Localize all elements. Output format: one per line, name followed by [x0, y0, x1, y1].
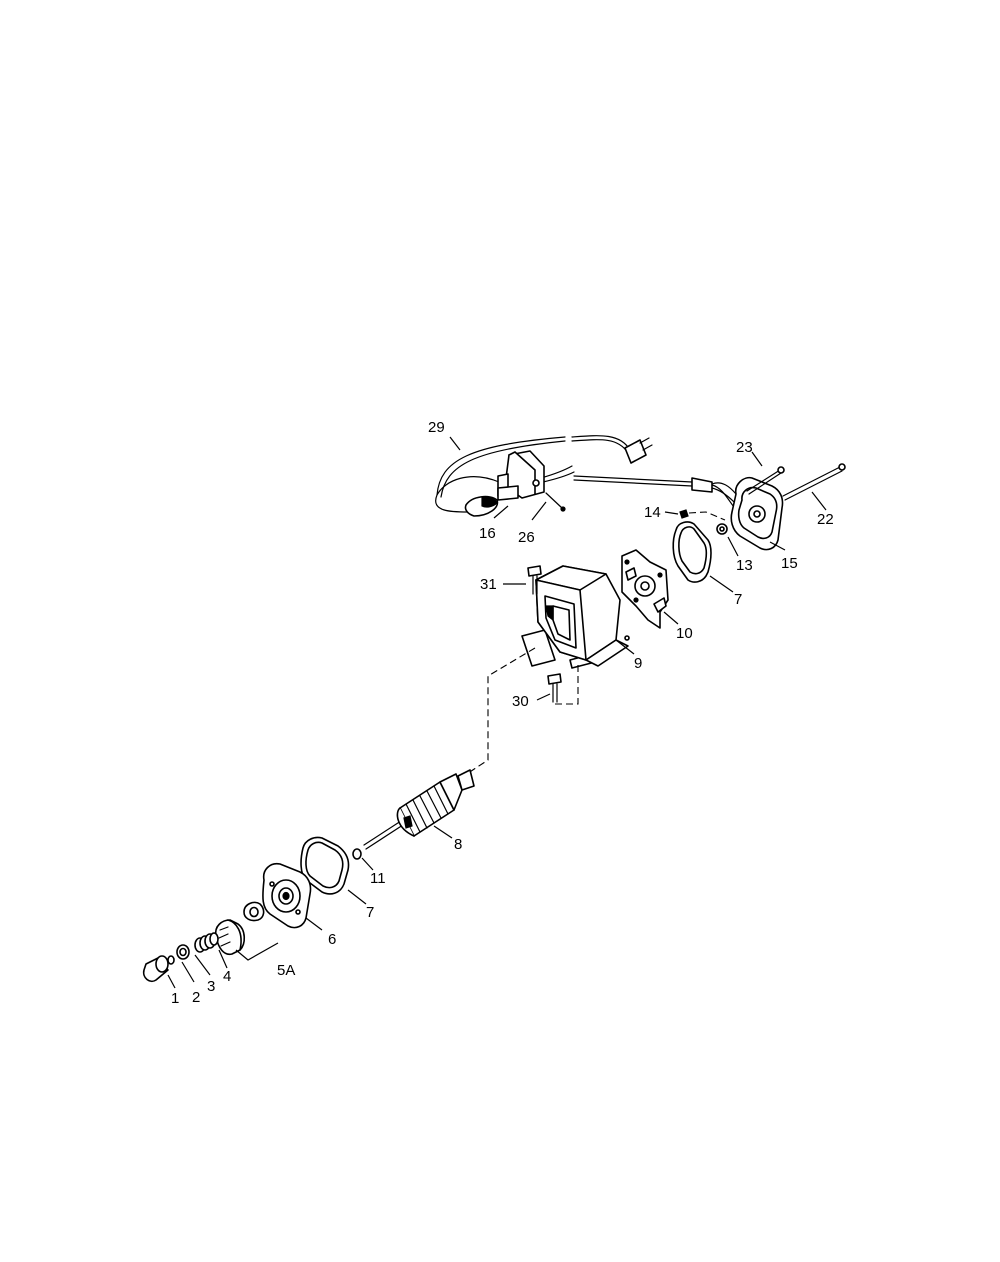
callout-11: 11	[370, 870, 386, 887]
gasket-upper	[672, 521, 712, 583]
retaining-ring	[167, 955, 175, 965]
motor-lead-cord	[540, 465, 739, 513]
callout-6: 6	[328, 931, 336, 948]
callout-29: 29	[428, 419, 445, 436]
callout-23: 23	[736, 439, 753, 456]
short-bolt	[746, 466, 785, 495]
callout-7-upper: 7	[734, 591, 742, 608]
callout-3: 3	[207, 978, 215, 995]
callout-8: 8	[454, 836, 462, 853]
top-bolt	[527, 565, 542, 595]
nut	[716, 523, 728, 535]
callout-7-lower: 7	[366, 904, 374, 921]
drive-end-cap	[262, 862, 312, 929]
callout-22: 22	[817, 511, 834, 528]
callout-15: 15	[781, 555, 798, 572]
bottom-bolt	[547, 665, 579, 705]
switch-box-screw	[545, 492, 566, 512]
callout-1: 1	[171, 990, 179, 1007]
cap	[142, 955, 169, 983]
callout-4: 4	[223, 968, 231, 985]
through-bolt	[782, 463, 846, 501]
spring	[194, 932, 219, 953]
callout-10: 10	[676, 625, 693, 642]
drive-assembly	[214, 901, 279, 961]
callout-13: 13	[736, 557, 753, 574]
end-cap	[730, 476, 784, 551]
callout-labels: 29 16 26 23 22 14 13 15 7 10 9 31 30 8 1…	[171, 419, 834, 1007]
leader-lines	[167, 436, 827, 989]
assembly-axis	[455, 647, 536, 782]
power-cord	[435, 435, 653, 517]
motor-housing	[521, 565, 630, 669]
brush-plate	[621, 549, 669, 629]
end-cap-screw	[679, 509, 726, 521]
collar	[176, 944, 190, 960]
callout-2: 2	[192, 989, 200, 1006]
callout-14: 14	[644, 504, 661, 521]
callout-30: 30	[512, 693, 529, 710]
callout-5a: 5A	[277, 962, 295, 979]
callout-9: 9	[634, 655, 642, 672]
washer	[352, 848, 362, 860]
armature	[363, 769, 475, 850]
callout-16: 16	[479, 525, 496, 542]
switch-box	[497, 450, 545, 501]
callout-26: 26	[518, 529, 535, 546]
callout-31: 31	[480, 576, 497, 593]
